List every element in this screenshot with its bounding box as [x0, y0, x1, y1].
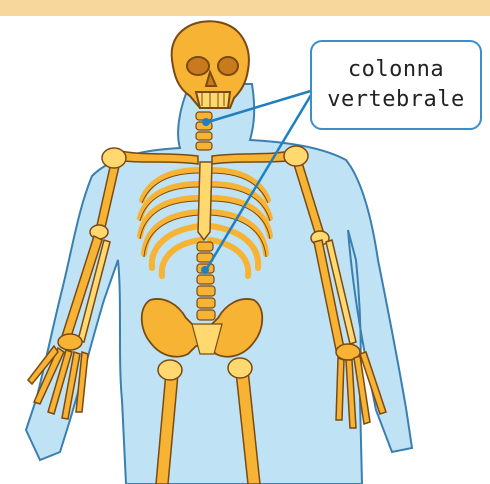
skull	[172, 21, 249, 108]
label-line-1: colonna	[348, 55, 444, 85]
sternum-bone	[198, 162, 212, 240]
hip-joint-right	[228, 358, 252, 378]
hip-joint-left	[158, 360, 182, 380]
pointer-dot-back	[201, 266, 209, 274]
pointer-dot-neck	[202, 118, 210, 126]
spine-label-box: colonna vertebrale	[310, 40, 482, 130]
label-line-2: vertebrale	[327, 85, 464, 115]
